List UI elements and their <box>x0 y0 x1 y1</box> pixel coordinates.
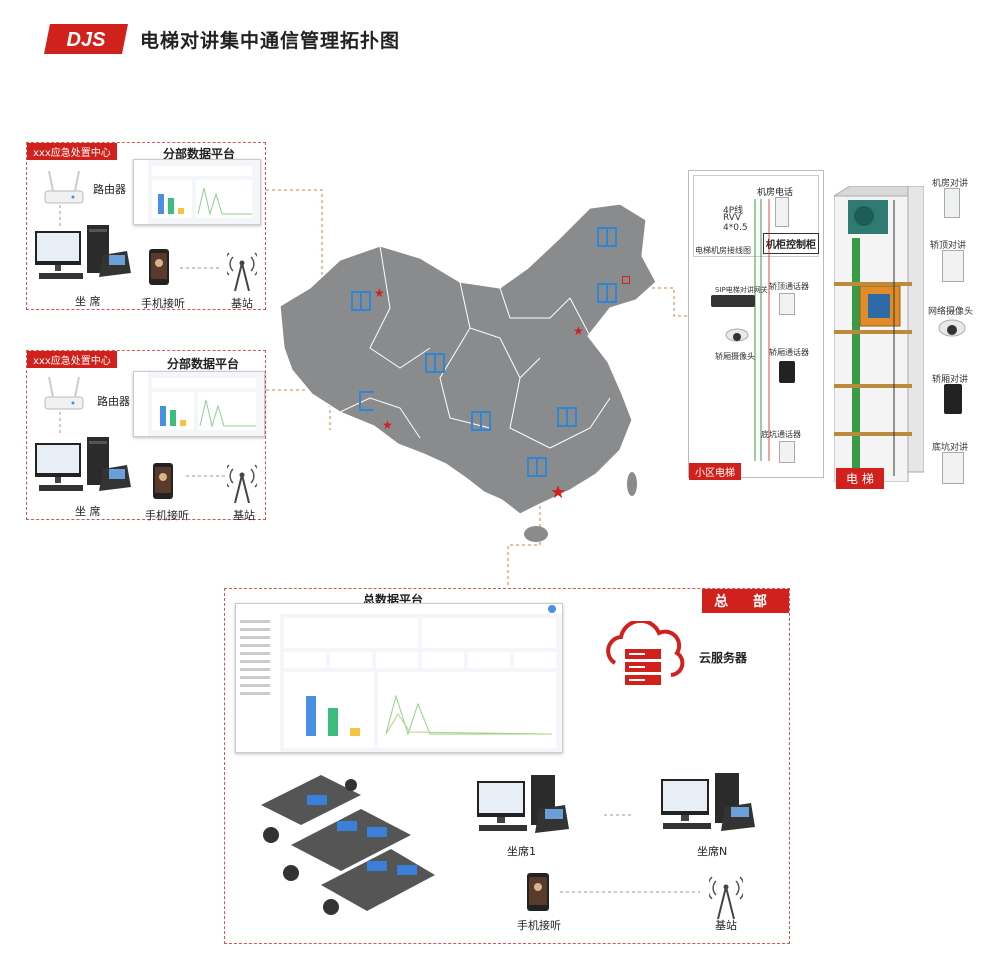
antenna-icon <box>223 247 261 295</box>
phone-label: 手机接听 <box>141 297 185 310</box>
cloud-server-label: 云服务器 <box>699 651 748 665</box>
dashboard-thumbnail[interactable] <box>133 371 265 437</box>
antenna-icon <box>706 871 746 923</box>
control-cabinet-label: 机柜控制柜 <box>763 233 819 254</box>
cable-spec-3: 4*0.5 <box>723 223 748 233</box>
branch-panel-1: xxx应急处置中心 分部数据平台 路由器 坐 席 手机接听 基站 <box>26 142 266 310</box>
car-inner-label: 轿厢通话器 <box>769 348 809 357</box>
elevator-tag: 电 梯 <box>836 468 884 489</box>
logo-text: DJS <box>67 29 107 51</box>
hq-panel: 总 部 总数据平台 云服务器 <box>224 588 790 944</box>
camera-icon <box>938 318 966 344</box>
mobile-phone-icon <box>149 249 169 289</box>
mobile-phone-icon <box>153 463 173 503</box>
page-title: 电梯对讲集中通信管理拓扑图 <box>140 30 401 52</box>
star-icon: ★ <box>573 324 584 338</box>
ip-phone-icon <box>99 465 131 495</box>
base-station-label: 基站 <box>233 509 255 522</box>
car-camera-label: 轿厢摄像头 <box>715 352 755 361</box>
china-map <box>270 198 660 552</box>
machine-room-box <box>693 175 819 257</box>
seat1-label: 坐席1 <box>507 845 536 858</box>
control-room-desks <box>251 765 441 929</box>
elevator-item-label: 网络摄像头 <box>928 307 974 317</box>
router-label: 路由器 <box>97 395 130 408</box>
wiring-diagram-label: 电梯机房接线图 <box>695 246 751 255</box>
seat-label: 坐 席 <box>75 295 101 308</box>
building-icon <box>424 352 446 378</box>
router-label: 路由器 <box>93 183 126 196</box>
building-icon <box>470 410 492 436</box>
intercom-icon <box>942 452 964 484</box>
building-icon <box>596 226 618 252</box>
elevator-item-label: 机房对讲 <box>932 179 969 189</box>
branch-panel-2: xxx应急处置中心 分部数据平台 路由器 坐 席 手机接听 基站 <box>26 350 266 522</box>
pit-label: 底坑通话器 <box>761 430 801 439</box>
hq-tag: 总 部 <box>702 589 789 613</box>
intercom-icon <box>775 197 789 227</box>
platform-title: 分部数据平台 <box>167 357 240 371</box>
platform-title: 分部数据平台 <box>163 147 236 161</box>
intercom-icon <box>944 188 960 218</box>
intercom-icon <box>779 293 795 315</box>
center-tag: xxx应急处置中心 <box>27 143 117 160</box>
cable-spec-2: RVV <box>723 213 742 223</box>
map-marker-square <box>622 276 630 284</box>
machine-room-phone-label: 机房电话 <box>757 188 794 198</box>
ip-phone-icon <box>99 251 131 281</box>
sip-gateway-label: SIP电梯对讲网关 <box>715 286 768 294</box>
car-top-label: 轿顶通话器 <box>769 282 809 291</box>
cloud-icon <box>599 618 689 695</box>
mobile-phone-icon <box>527 873 549 915</box>
star-icon: ★ <box>550 482 567 503</box>
building-icon <box>348 284 379 418</box>
dashboard-thumbnail[interactable] <box>133 159 261 225</box>
elevator-item-label: 轿厢对讲 <box>932 375 969 385</box>
hq-phone-label: 手机接听 <box>517 919 561 932</box>
community-panel: 机房电话 4P线 RVV 4*0.5 电梯机房接线图 机柜控制柜 SIP电梯对讲… <box>688 170 824 480</box>
community-tag: 小区电梯 <box>689 463 741 480</box>
router-icon <box>43 169 85 211</box>
sip-gateway-icon <box>711 295 755 307</box>
hq-base-station-label: 基站 <box>715 919 737 932</box>
hq-dashboard[interactable] <box>235 603 563 753</box>
desktop-icon <box>661 773 751 841</box>
base-station-label: 基站 <box>231 297 253 310</box>
antenna-icon <box>223 459 261 507</box>
center-tag: xxx应急处置中心 <box>27 351 117 368</box>
djs-logo: DJS <box>44 24 128 54</box>
ip-phone-icon <box>535 805 569 837</box>
building-icon <box>596 282 618 308</box>
elevator-item-label: 底坑对讲 <box>932 443 969 453</box>
star-icon: ★ <box>382 418 393 432</box>
router-icon <box>43 375 85 417</box>
intercom-icon <box>944 384 962 414</box>
intercom-icon <box>779 361 795 383</box>
intercom-icon <box>779 441 795 463</box>
camera-icon <box>725 327 749 349</box>
cable-spec-1: 4P线 <box>723 206 744 216</box>
building-icon <box>526 456 548 482</box>
building-icon <box>556 406 578 432</box>
phone-label: 手机接听 <box>145 509 189 522</box>
intercom-icon <box>942 250 964 282</box>
star-icon: ★ <box>374 286 385 300</box>
desktop-icon <box>35 225 115 289</box>
ip-phone-icon <box>721 803 755 835</box>
elevator-shaft <box>832 185 926 486</box>
elevator-item-label: 轿顶对讲 <box>930 241 967 251</box>
seat-label: 坐 席 <box>75 505 101 518</box>
seatN-label: 坐席N <box>697 845 728 858</box>
